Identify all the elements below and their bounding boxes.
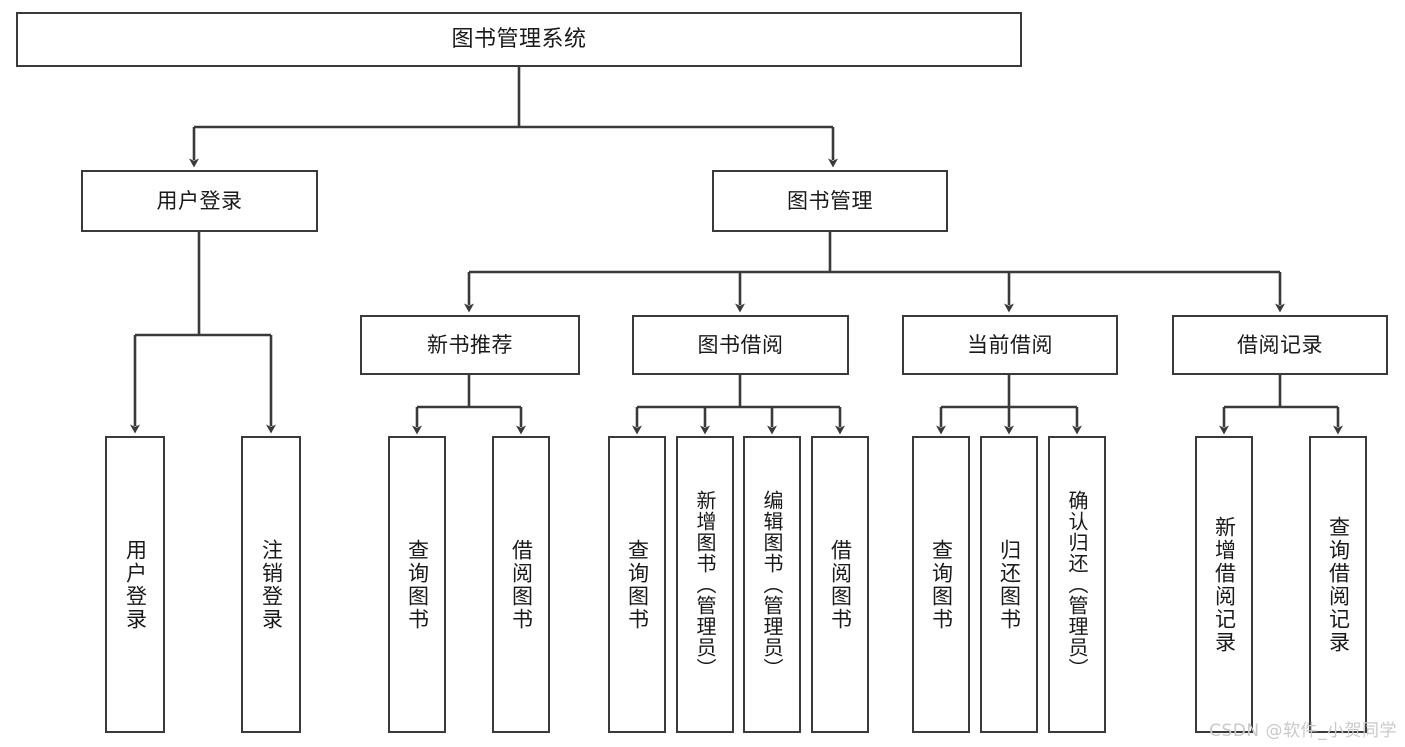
- node-label: 查询图书: [625, 538, 650, 631]
- node-book-borrow[interactable]: 图书借阅: [632, 315, 849, 375]
- node-label: 查询图书: [929, 538, 954, 631]
- leaf-logout-login[interactable]: 注销登录: [241, 436, 301, 733]
- leaf-add-borrow-record[interactable]: 新增借阅记录: [1195, 436, 1253, 733]
- node-label: 借阅图书: [828, 538, 853, 631]
- leaf-borrow-book-2[interactable]: 借阅图书: [811, 436, 869, 733]
- node-new-book-recommend[interactable]: 新书推荐: [360, 315, 580, 375]
- leaf-borrow-book-1[interactable]: 借阅图书: [492, 436, 550, 733]
- node-current-borrow[interactable]: 当前借阅: [902, 315, 1118, 375]
- node-label: 当前借阅: [967, 332, 1053, 357]
- node-label: 新书推荐: [427, 332, 513, 357]
- leaf-confirm-return-admin[interactable]: 确认归还（管理员）: [1048, 436, 1106, 733]
- node-label: 借阅图书: [509, 538, 534, 631]
- node-label: 图书借阅: [697, 332, 784, 357]
- leaf-query-book-3[interactable]: 查询图书: [912, 436, 970, 733]
- node-root-book-management-system[interactable]: 图书管理系统: [16, 12, 1022, 67]
- leaf-return-book[interactable]: 归还图书: [980, 436, 1038, 733]
- leaf-edit-book-admin[interactable]: 编辑图书（管理员）: [743, 436, 801, 733]
- node-label: 图书管理: [787, 188, 873, 213]
- leaf-query-book-2[interactable]: 查询图书: [608, 436, 666, 733]
- node-borrow-record[interactable]: 借阅记录: [1172, 315, 1388, 375]
- leaf-user-login[interactable]: 用户登录: [105, 436, 165, 733]
- leaf-add-book-admin[interactable]: 新增图书（管理员）: [676, 436, 734, 733]
- leaf-query-book-1[interactable]: 查询图书: [388, 436, 446, 733]
- node-book-manage[interactable]: 图书管理: [712, 170, 948, 232]
- csdn-watermark: CSDN @软件_小贺同学: [1209, 721, 1397, 741]
- node-label: 注销登录: [259, 538, 284, 631]
- node-label: 查询图书: [405, 538, 430, 631]
- node-label: 借阅记录: [1237, 332, 1323, 357]
- node-label: 归还图书: [997, 538, 1022, 631]
- leaf-query-borrow-record[interactable]: 查询借阅记录: [1309, 436, 1367, 733]
- node-label: 查询借阅记录: [1326, 515, 1351, 654]
- node-label: 新增借阅记录: [1212, 515, 1237, 654]
- node-user-login[interactable]: 用户登录: [81, 170, 318, 232]
- node-label: 图书管理系统: [451, 26, 587, 52]
- node-label: 用户登录: [156, 188, 243, 213]
- node-label: 编辑图书（管理员）: [760, 490, 784, 679]
- node-label: 用户登录: [123, 538, 148, 631]
- node-label: 确认归还（管理员）: [1065, 490, 1089, 679]
- node-label: 新增图书（管理员）: [693, 490, 717, 679]
